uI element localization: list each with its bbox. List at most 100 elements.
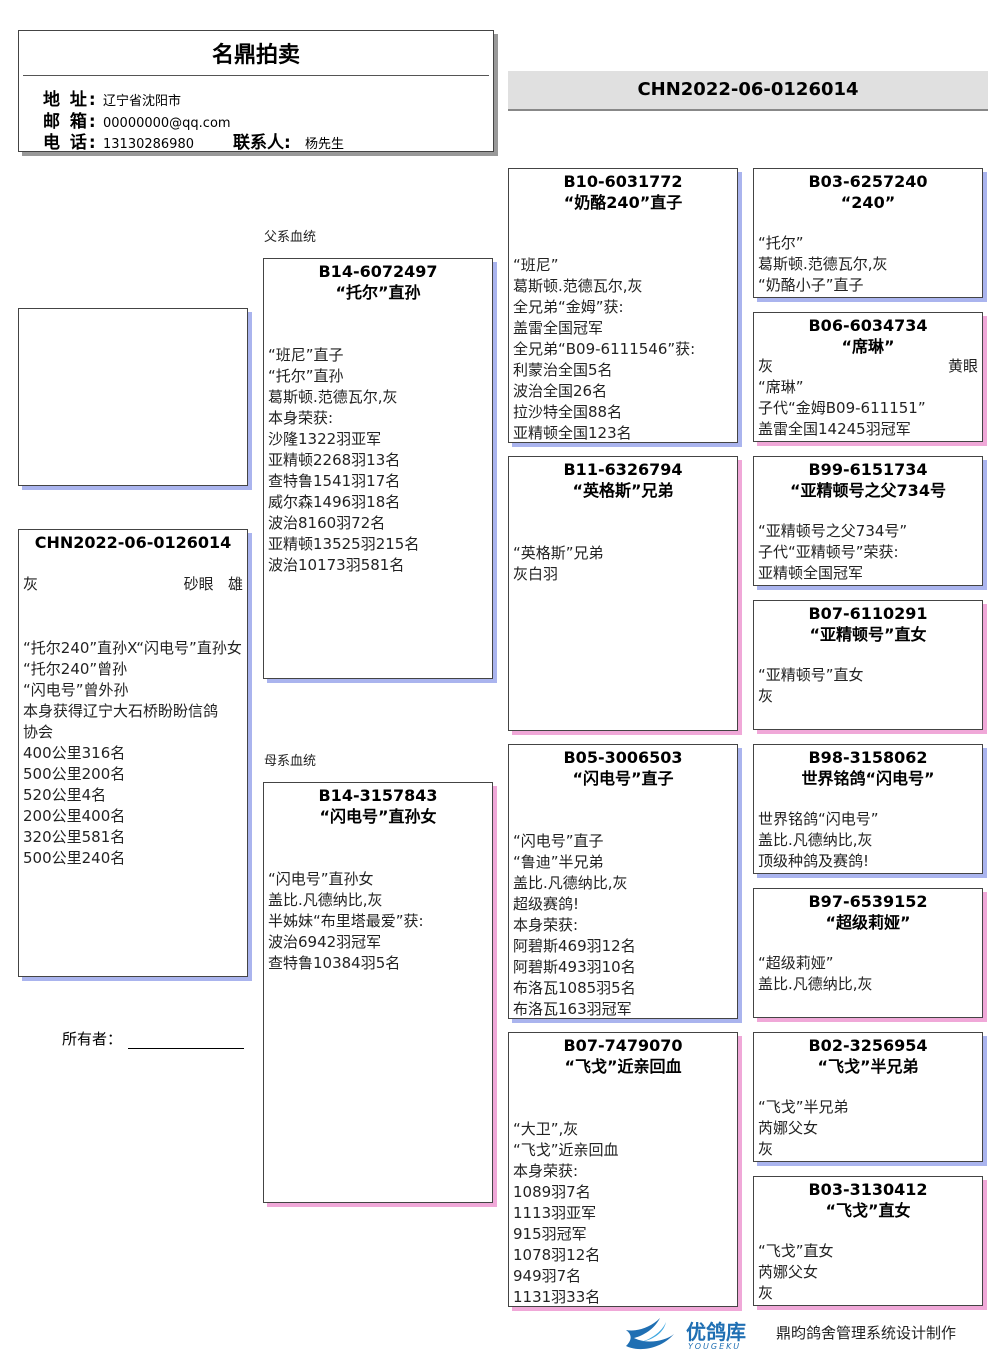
sdd-card: B07-6110291 “亚精顿号”直女 “亚精顿号”直女 灰	[753, 600, 983, 730]
sire-line: 威尔森1496羽18名	[268, 493, 401, 511]
ssd-line: 子代“金姆B09-611151”	[758, 399, 926, 417]
sire-line: 亚精顿13525羽215名	[268, 535, 420, 553]
main-description: “托尔240”直孙X“闪电号”直孙女 “托尔240”曾孙 “闪电号”曾外孙 本身…	[23, 638, 243, 869]
logo-text: 优鸽库	[686, 1320, 746, 1344]
ds-line: “闪电号”直子	[513, 832, 604, 850]
yougeku-logo-icon	[626, 1318, 674, 1350]
dds-ring-number: B02-3256954	[808, 1036, 928, 1055]
ds-line: “鲁迪”半兄弟	[513, 853, 604, 871]
main-eye: 砂眼	[183, 575, 214, 593]
sss-card: B03-6257240 “240” “托尔” 葛斯顿.范德瓦尔,灰 “奶酪小子”…	[753, 168, 983, 298]
ss-line: 亚精顿全国123名	[513, 424, 632, 442]
dd-ring-number: B07-7479070	[563, 1036, 683, 1055]
dd-line: “大卫”,灰	[513, 1120, 579, 1138]
sdd-description: “亚精顿号”直女 灰	[758, 665, 978, 707]
ss-name: “奶酪240”直子	[563, 193, 683, 212]
sire-line: 波治8160羽72名	[268, 514, 386, 532]
dam-name: “闪电号”直孙女	[319, 807, 437, 826]
sdd-ring-number: B07-6110291	[808, 604, 928, 623]
dam-line: 半姊妹“布里塔最爱”获:	[268, 912, 424, 930]
dam-line-label: 母系血统	[264, 754, 317, 769]
sds-ring-number: B99-6151734	[808, 460, 928, 479]
ss-line: 葛斯顿.范德瓦尔,灰	[513, 277, 643, 295]
main-pigeon-card: CHN2022-06-0126014 灰 砂眼 雄 “托尔240”直孙X“闪电号…	[18, 529, 248, 977]
header-divider	[23, 75, 489, 76]
ds-line: 阿碧斯469羽12名	[513, 937, 636, 955]
ss-description: “班尼” 葛斯顿.范德瓦尔,灰 全兄弟“金姆”获: 盖雷全国冠军 全兄弟“B09…	[513, 255, 733, 442]
ss-ring-number: B10-6031772	[563, 172, 683, 191]
sire-line: 亚精顿2268羽13名	[268, 451, 401, 469]
logo-subtext: YOUGEKU	[688, 1342, 742, 1351]
ssd-line: 盖雷全国14245羽冠军	[758, 420, 911, 438]
dsd-card: B97-6539152 “超级莉娅” “超级莉娅” 盖比.凡德纳比,灰	[753, 888, 983, 1018]
main-line: “托尔240”直孙X“闪电号”直孙女	[23, 639, 242, 657]
ds-description: “闪电号”直子 “鲁迪”半兄弟 盖比.凡德纳比,灰 超级赛鸽! 本身荣获: 阿碧…	[513, 831, 733, 1018]
main-line: 本身获得辽宁大石桥盼盼信鸽	[23, 702, 219, 720]
dsd-line: 盖比.凡德纳比,灰	[758, 975, 873, 993]
address-value: 辽宁省沈阳市	[103, 94, 182, 109]
ddd-line: 芮娜父女	[758, 1263, 819, 1281]
dam-description: “闪电号”直孙女 盖比.凡德纳比,灰 半姊妹“布里塔最爱”获: 波治6942羽冠…	[268, 869, 488, 974]
dd-line: 949羽7名	[513, 1267, 582, 1285]
dam-sire-card: B05-3006503 “闪电号”直子 “闪电号”直子 “鲁迪”半兄弟 盖比.凡…	[508, 744, 738, 1019]
dd-line: 1131羽33名	[513, 1288, 601, 1306]
dam-line: 盖比.凡德纳比,灰	[268, 891, 383, 909]
dam-line: “闪电号”直孙女	[268, 870, 374, 888]
ds-line: 阿碧斯493羽10名	[513, 958, 636, 976]
ssd-line: “席琳”	[758, 378, 804, 396]
sd-line: “英格斯”兄弟	[513, 544, 604, 562]
sire-sire-card: B10-6031772 “奶酪240”直子 “班尼” 葛斯顿.范德瓦尔,灰 全兄…	[508, 168, 738, 443]
sss-line: 葛斯顿.范德瓦尔,灰	[758, 255, 888, 273]
dss-card: B98-3158062 世界铭鸽“闪电号” 世界铭鸽“闪电号” 盖比.凡德纳比,…	[753, 744, 983, 874]
ddd-line: “飞戈”直女	[758, 1242, 834, 1260]
ss-line: 拉沙特全国88名	[513, 403, 623, 421]
ssd-ring-number: B06-6034734	[808, 316, 928, 335]
main-ring-number: CHN2022-06-0126014	[34, 533, 232, 552]
address-label: 地 址:	[43, 90, 98, 110]
sds-card: B99-6151734 “亚精顿号之父734号 “亚精顿号之父734号” 子代“…	[753, 456, 983, 586]
ssd-description: 灰 黄眼 “席琳” 子代“金姆B09-611151” 盖雷全国14245羽冠军	[758, 356, 978, 440]
loft-title: 名鼎拍卖	[211, 43, 300, 68]
dds-name: “飞戈”半兄弟	[817, 1057, 919, 1076]
sire-line: 本身荣获:	[268, 409, 334, 427]
sd-name: “英格斯”兄弟	[572, 481, 674, 500]
ds-name: “闪电号”直子	[572, 769, 674, 788]
contact-value: 杨先生	[305, 137, 345, 152]
dss-description: 世界铭鸽“闪电号” 盖比.凡德纳比,灰 顶级种鸽及赛鸽!	[758, 809, 978, 872]
main-eye-sex: 砂眼 雄	[184, 574, 243, 595]
main-line: 协会	[23, 723, 54, 741]
address-row: 地 址: 辽宁省沈阳市	[43, 85, 181, 110]
main-line: “闪电号”曾外孙	[23, 681, 129, 699]
dd-line: 本身荣获:	[513, 1162, 579, 1180]
ss-line: 盖雷全国冠军	[513, 319, 604, 337]
phone-label: 电 话:	[43, 133, 98, 152]
dsd-line: “超级莉娅”	[758, 954, 834, 972]
dss-line: 盖比.凡德纳比,灰	[758, 831, 873, 849]
sire-line: 波治10173羽581名	[268, 556, 405, 574]
ssd-name: “席琳”	[841, 337, 895, 356]
dam-line: 查特鲁10384羽5名	[268, 954, 401, 972]
ddd-ring-number: B03-3130412	[808, 1180, 928, 1199]
sss-line: “奶酪小子”直子	[758, 276, 864, 294]
phone-value: 13130286980	[103, 137, 194, 152]
credit-text: 鼎昀鸽舍管理系统设计制作	[776, 1324, 957, 1342]
sss-line: “托尔”	[758, 234, 804, 252]
dds-description: “飞戈”半兄弟 芮娜父女 灰	[758, 1097, 978, 1160]
dsd-ring-number: B97-6539152	[808, 892, 928, 911]
ss-line: 全兄弟“B09-6111546”获:	[513, 340, 696, 358]
dds-line: 灰	[758, 1140, 774, 1158]
ss-line: 利蒙治全国5名	[513, 361, 613, 379]
ss-line: 波治全国26名	[513, 382, 608, 400]
main-sex: 雄	[227, 575, 243, 593]
owner-blank-line[interactable]	[128, 1032, 245, 1049]
dss-name: 世界铭鸽“闪电号”	[801, 769, 935, 788]
sire-line: 葛斯顿.范德瓦尔,灰	[268, 388, 398, 406]
dd-description: “大卫”,灰 “飞戈”近亲回血 本身荣获: 1089羽7名 1113羽亚军 91…	[513, 1119, 733, 1306]
dd-line: 915羽冠军	[513, 1225, 587, 1243]
dd-line: “飞戈”近亲回血	[513, 1141, 619, 1159]
dam-line: 波治6942羽冠军	[268, 933, 382, 951]
main-attributes: 灰 砂眼 雄	[23, 574, 243, 595]
main-line: 320公里581名	[23, 828, 126, 846]
sire-line: “班尼”直子	[268, 346, 344, 364]
dds-line: “飞戈”半兄弟	[758, 1098, 849, 1116]
